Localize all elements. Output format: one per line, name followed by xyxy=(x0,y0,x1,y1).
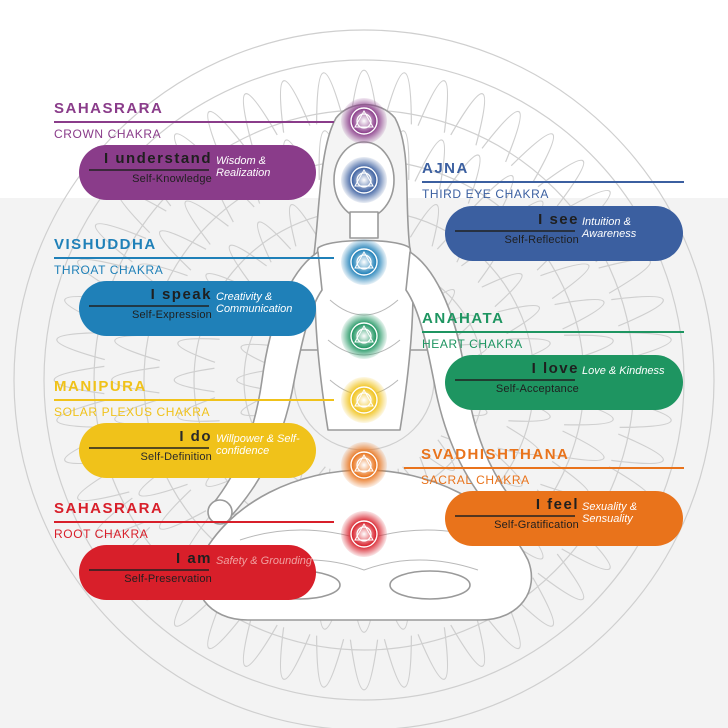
chakra-affirmation-pill: I understand Self-Knowledge Wisdom & Rea… xyxy=(79,145,316,200)
mantra-underline xyxy=(89,447,209,449)
chakra-subtitle: HEART CHAKRA xyxy=(422,337,523,351)
chakra-qualities: Sexuality & Sensuality xyxy=(582,501,638,525)
chakra-divider xyxy=(422,331,684,333)
chakra-subtitle: ROOT CHAKRA xyxy=(54,527,149,541)
mantra-underline xyxy=(89,569,209,571)
chakra-subtitle: THIRD EYE CHAKRA xyxy=(422,187,549,201)
crown-chakra-symbol-icon xyxy=(341,98,387,144)
chakra-aspect: Self-Preservation xyxy=(124,573,212,585)
chakra-subtitle: SOLAR PLEXUS CHAKRA xyxy=(54,405,211,419)
chakra-affirmation-pill: I see Self-Reflection Intuition & Awaren… xyxy=(445,206,683,261)
chakra-divider xyxy=(422,181,684,183)
chakra-mantra: I speak xyxy=(150,286,212,303)
mantra-underline xyxy=(89,305,209,307)
chakra-mantra: I see xyxy=(538,211,579,228)
chakra-qualities: Intuition & Awareness xyxy=(582,216,637,240)
mantra-underline xyxy=(455,379,575,381)
chakra-aspect: Self-Expression xyxy=(131,309,212,321)
chakra-aspect: Self-Knowledge xyxy=(132,173,212,185)
chakra-qualities: Wisdom & Realization xyxy=(216,155,271,179)
throat-chakra-symbol-icon xyxy=(341,239,387,285)
heart-chakra-symbol-icon xyxy=(341,313,387,359)
sacral-chakra-symbol-icon xyxy=(341,442,387,488)
chakra-qualities: Willpower & Self-confidence xyxy=(216,433,300,457)
chakra-aspect: Self-Definition xyxy=(140,451,212,463)
chakra-divider xyxy=(54,399,334,401)
chakra-aspect: Self-Gratification xyxy=(494,519,579,531)
chakra-name: SVADHISHTHANA xyxy=(421,446,570,463)
chakra-mantra: I love xyxy=(531,360,579,377)
chakra-divider xyxy=(404,467,684,469)
chakra-subtitle: CROWN CHAKRA xyxy=(54,127,162,141)
chakra-mantra: I understand xyxy=(103,150,212,167)
chakra-affirmation-pill: I feel Self-Gratification Sexuality & Se… xyxy=(445,491,683,546)
chakra-qualities: Love & Kindness xyxy=(582,365,665,377)
third-eye-chakra-symbol-icon xyxy=(341,157,387,203)
chakra-name: ANAHATA xyxy=(422,310,505,327)
chakra-qualities: Creativity & Communication xyxy=(216,291,293,315)
chakra-affirmation-pill: I speak Self-Expression Creativity & Com… xyxy=(79,281,316,336)
chakra-mantra: I am xyxy=(175,550,212,567)
chakra-aspect: Self-Reflection xyxy=(504,234,579,246)
chakra-affirmation-pill: I love Self-Acceptance Love & Kindness xyxy=(445,355,683,410)
chakra-mantra: I feel xyxy=(535,496,579,513)
chakra-subtitle: SACRAL CHAKRA xyxy=(421,473,530,487)
chakra-affirmation-pill: I do Self-Definition Willpower & Self-co… xyxy=(79,423,316,478)
chakra-name: MANIPURA xyxy=(54,378,147,395)
chakra-mantra: I do xyxy=(179,428,212,445)
solar-plexus-chakra-symbol-icon xyxy=(341,377,387,423)
mantra-underline xyxy=(455,230,575,232)
chakra-affirmation-pill: I am Self-Preservation Safety & Groundin… xyxy=(79,545,316,600)
chakra-name: VISHUDDHA xyxy=(54,236,157,253)
chakra-name: SAHASRARA xyxy=(54,500,164,517)
mantra-underline xyxy=(89,169,209,171)
chakra-aspect: Self-Acceptance xyxy=(495,383,579,395)
mantra-underline xyxy=(455,515,575,517)
chakra-subtitle: THROAT CHAKRA xyxy=(54,263,164,277)
chakra-name: SAHASRARA xyxy=(54,100,164,117)
root-chakra-symbol-icon xyxy=(341,511,387,557)
chakra-divider xyxy=(54,257,334,259)
chakra-divider xyxy=(54,521,334,523)
chakra-name: AJNA xyxy=(422,160,469,177)
chakra-divider xyxy=(54,121,334,123)
chakra-qualities: Safety & Grounding xyxy=(216,555,313,567)
